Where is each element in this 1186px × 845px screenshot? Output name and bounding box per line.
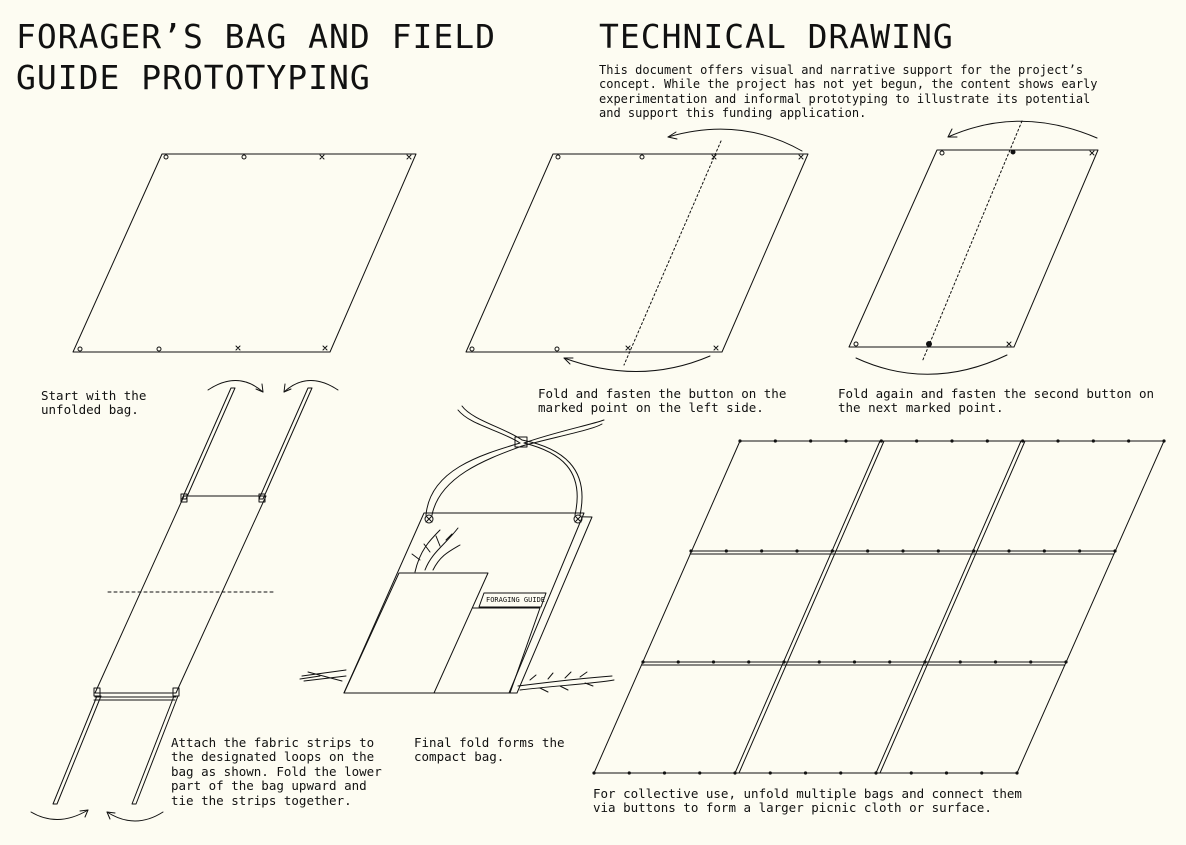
grid-button-dot bbox=[795, 549, 799, 553]
grid-button-dot bbox=[1162, 439, 1166, 443]
grid-button-dot bbox=[923, 660, 927, 664]
grid-button-dot bbox=[817, 660, 821, 664]
grid-button-dot bbox=[888, 660, 892, 664]
grid-button-dot bbox=[1042, 549, 1046, 553]
grid-button-dot bbox=[915, 439, 919, 443]
grid-button-dot bbox=[803, 771, 808, 775]
grid-button-dot bbox=[958, 660, 962, 664]
grid-button-dot bbox=[1007, 549, 1011, 553]
grid-button-dot bbox=[689, 549, 693, 553]
page-title: FORAGER’S BAG AND FIELD GUIDE PROTOTYPIN… bbox=[16, 17, 496, 97]
grid-button-dot bbox=[1091, 439, 1095, 443]
grid-button-dot bbox=[844, 439, 848, 443]
unfolded-bag-diagram bbox=[73, 154, 416, 352]
grid-button-dot bbox=[852, 660, 857, 664]
grid-button-dot bbox=[724, 549, 728, 553]
grid-button-dot bbox=[985, 439, 989, 443]
caption-step-1: Start with the unfolded bag. bbox=[41, 388, 147, 418]
guide-label: FORAGING GUIDE bbox=[486, 596, 545, 604]
grid-button-dot bbox=[1064, 660, 1068, 664]
grid-button-dot bbox=[950, 439, 954, 443]
grid-button-dot bbox=[733, 771, 737, 775]
grid-button-dot bbox=[760, 549, 764, 553]
grid-button-dot bbox=[1078, 549, 1082, 553]
grid-button-dot bbox=[1113, 549, 1117, 553]
grid-button-dot bbox=[1015, 771, 1019, 775]
caption-step-2: Fold and fasten the button on the marked… bbox=[538, 386, 787, 416]
grid-button-dot bbox=[627, 771, 631, 775]
grid-button-dot bbox=[879, 439, 883, 443]
grid-button-dot bbox=[909, 771, 913, 775]
grid-button-dot bbox=[1021, 439, 1025, 443]
caption-step-5: Final fold forms the compact bag. bbox=[414, 735, 565, 765]
grid-button-dot bbox=[874, 771, 878, 775]
grid-button-dot bbox=[768, 771, 772, 775]
strips-diagram bbox=[31, 380, 338, 821]
grid-button-dot bbox=[592, 771, 596, 775]
grid-button-dot bbox=[1056, 439, 1060, 443]
grid-button-dot bbox=[641, 660, 645, 664]
picnic-grid-diagram bbox=[594, 441, 1164, 773]
grid-button-dot bbox=[711, 660, 716, 664]
grid-button-dot bbox=[866, 549, 870, 553]
grid-button-dot bbox=[809, 439, 813, 443]
first-fold-diagram bbox=[466, 129, 808, 371]
grid-button-dot bbox=[980, 771, 984, 775]
caption-step-6: For collective use, unfold multiple bags… bbox=[593, 786, 1022, 816]
grid-button-dot bbox=[944, 771, 949, 775]
section-title: TECHNICAL DRAWING bbox=[599, 17, 954, 56]
grid-button-dot bbox=[782, 660, 786, 664]
grid-button-dot bbox=[676, 660, 680, 664]
grid-button-dot bbox=[993, 660, 998, 664]
intro-text: This document offers visual and narrativ… bbox=[599, 63, 1098, 121]
compact-bag-diagram: FORAGING GUIDE bbox=[300, 406, 614, 693]
grid-button-dot bbox=[1127, 439, 1131, 443]
grid-button-dot bbox=[747, 660, 751, 664]
grid-button-dot bbox=[936, 549, 940, 553]
grid-buttons bbox=[592, 439, 1166, 775]
grid-button-dot bbox=[773, 439, 777, 443]
grid-button-dot bbox=[972, 549, 976, 553]
caption-step-4: Attach the fabric strips to the designat… bbox=[171, 735, 382, 808]
caption-step-3: Fold again and fasten the second button … bbox=[838, 386, 1155, 416]
grid-button-dot bbox=[698, 771, 702, 775]
grid-button-dot bbox=[662, 771, 667, 775]
grid-button-dot bbox=[901, 549, 905, 553]
grid-button-dot bbox=[738, 439, 742, 443]
grid-button-dot bbox=[830, 549, 834, 553]
second-fold-diagram bbox=[849, 121, 1098, 374]
grid-button-dot bbox=[839, 771, 843, 775]
grid-button-dot bbox=[1029, 660, 1033, 664]
